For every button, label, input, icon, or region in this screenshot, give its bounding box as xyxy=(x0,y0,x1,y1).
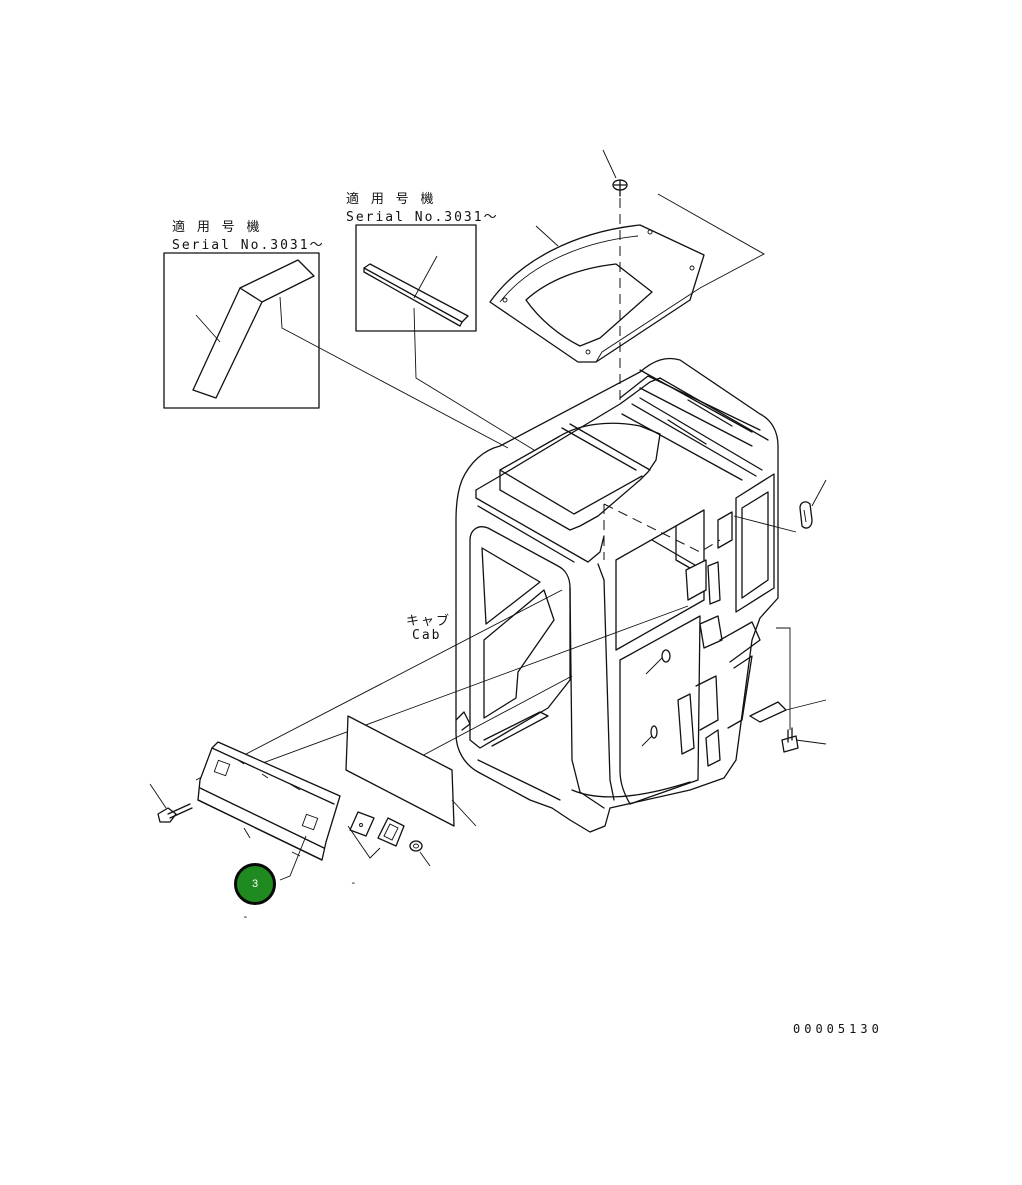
leader-washer xyxy=(419,851,431,867)
leader-callout xyxy=(279,835,307,881)
inset-left-caption-jp: 適 用 号 機 xyxy=(172,220,262,235)
small-plate-1 xyxy=(349,811,375,837)
shim-plate xyxy=(749,701,787,723)
leader-internal xyxy=(417,675,573,759)
washer-nut xyxy=(409,840,423,852)
leader-grommet-2 xyxy=(641,735,653,747)
inset-right-caption-serial: Serial No.3031～ xyxy=(346,210,499,225)
drawing-number: 00005130 xyxy=(793,1022,883,1036)
callout-3[interactable]: 3 xyxy=(234,863,276,905)
leader-cab-to-panel xyxy=(195,589,563,781)
dash-mark-1: - xyxy=(350,876,359,889)
leader-bent-pad xyxy=(195,314,221,343)
cab-label-en: Cab xyxy=(412,628,442,643)
mount-bolt xyxy=(781,727,799,753)
cab-label-jp: キャブ xyxy=(406,614,452,629)
leader-roof-window xyxy=(535,225,559,247)
leader-panel-bottom xyxy=(243,827,251,839)
bent-pad-part xyxy=(192,259,315,399)
inset-box-right xyxy=(355,224,477,332)
cab-body xyxy=(455,357,779,833)
leader-grommet-1 xyxy=(645,657,663,675)
leader-panel-bolt xyxy=(149,783,167,809)
lower-bracket-panel xyxy=(197,741,341,861)
strip-part xyxy=(363,263,469,327)
panel-bolt xyxy=(157,803,193,823)
inset-left-caption-serial: Serial No.3031～ xyxy=(172,238,325,253)
leader-mount-bolt xyxy=(795,739,827,745)
roof-window-panel xyxy=(489,224,705,363)
dash-mark-2: - xyxy=(242,910,251,923)
connector-left-inset xyxy=(279,296,509,449)
inset-right-caption-jp: 適 用 号 機 xyxy=(346,192,436,207)
inset-box-left xyxy=(163,252,320,409)
side-seal-part xyxy=(799,501,813,529)
roof-leader xyxy=(657,193,765,289)
roof-bolt xyxy=(612,179,628,197)
leader-side-seal-2 xyxy=(733,515,797,533)
leader-side-seal xyxy=(811,479,827,507)
small-plate-2 xyxy=(377,817,405,847)
connector-right-inset xyxy=(413,307,535,451)
cover-sheet xyxy=(345,715,455,827)
leader-small-plates xyxy=(347,825,381,859)
leader-strip xyxy=(413,255,438,299)
leader-mount-vertical xyxy=(776,627,791,730)
leader-cab-window xyxy=(259,605,689,765)
leader-shim xyxy=(785,699,827,711)
leader-cover-sheet xyxy=(451,799,477,827)
leader-roof-bolt xyxy=(602,149,617,179)
